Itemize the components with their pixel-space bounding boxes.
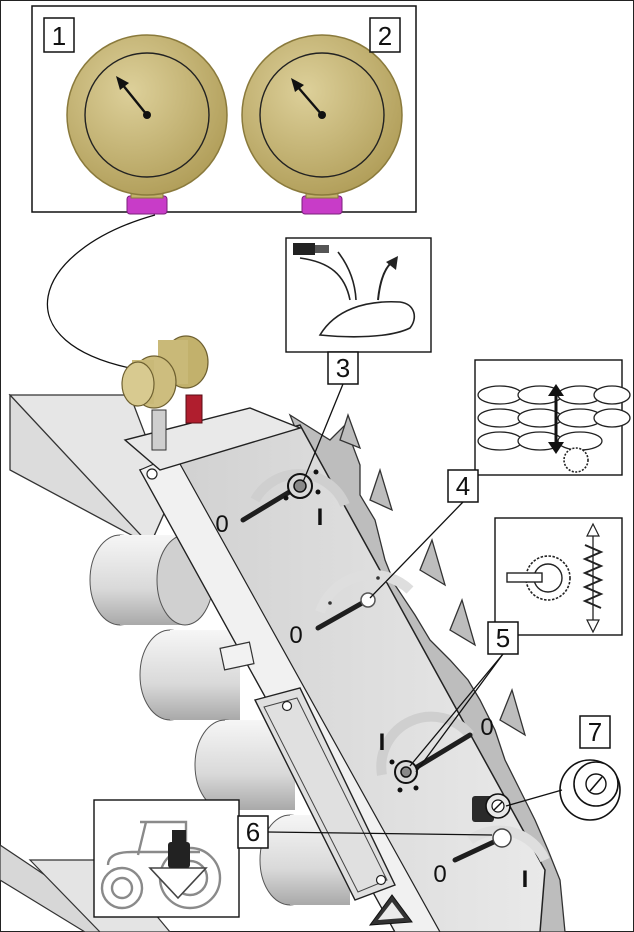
svg-text:I: I [522,866,529,893]
mounted-gauges [121,335,209,451]
leader-5a [409,653,504,767]
svg-text:5: 5 [496,623,510,653]
callout-7: 7 [579,715,611,749]
svg-text:2: 2 [378,21,392,51]
svg-text:0: 0 [480,714,493,741]
callout-2: 2 [369,17,401,53]
svg-text:4: 4 [456,471,470,501]
svg-text:6: 6 [246,817,260,847]
callout-3: 3 [327,351,359,385]
svg-text:I: I [379,729,386,756]
pressure-gauge-icon [241,34,403,215]
callout-6: 6 [237,815,269,849]
svg-text:7: 7 [588,717,602,747]
scale-pattern-icon [474,359,631,476]
leader-5b [415,653,504,773]
inset-leader-line [46,214,156,371]
callout-4: 4 [447,469,479,503]
gauge-inset-panel: 1 2 [31,5,417,215]
leader-3 [302,383,344,483]
svg-text:0: 0 [215,511,228,538]
svg-text:0: 0 [433,861,446,888]
leader-7 [505,789,563,807]
leader-6 [267,831,493,836]
valve-lever-lower: I 0 [376,711,494,793]
mounting-plate [123,407,303,471]
callout-1: 1 [43,17,75,53]
machine-assembly: 0 I 0 I 0 [0,335,566,932]
svg-text:0: 0 [289,622,302,649]
pressure-gauge-icon [66,34,228,215]
leader-4 [369,501,464,599]
svg-text:I: I [317,504,324,531]
valve-cap-icon [559,759,621,821]
valve-lever-upper: 0 I [215,469,350,538]
callout-5: 5 [487,621,519,655]
tractor-weight-icon [93,799,240,918]
lift-arm-icon [285,237,432,353]
svg-text:1: 1 [52,21,66,51]
spring-adjust-icon [494,517,623,636]
warning-label [368,894,413,926]
svg-text:3: 3 [336,353,350,383]
